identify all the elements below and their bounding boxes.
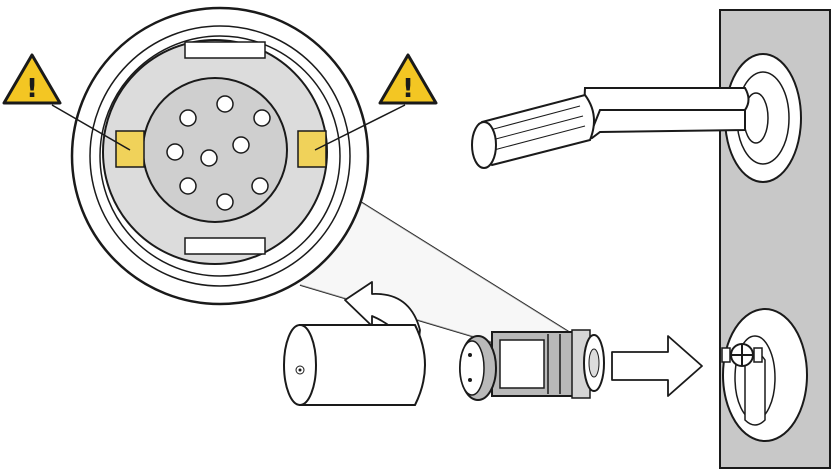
cylinder-keyway: [721, 343, 763, 367]
cylinder-module: [459, 329, 605, 401]
door-handle: [471, 87, 750, 169]
warning-glyph-left: !: [26, 74, 38, 104]
battery-cap: [283, 324, 426, 406]
warning-triangle-icon: !: [378, 53, 438, 105]
lock-rosette: [721, 308, 808, 442]
handle-rosette: [724, 53, 802, 183]
magnifier: [70, 6, 370, 306]
door-plate: [719, 9, 831, 469]
highlight-left: [115, 130, 145, 168]
connector-pins: [166, 95, 271, 211]
warning-pointers: [51, 104, 406, 151]
right-arrow-icon: [611, 335, 703, 397]
highlight-right: [297, 130, 327, 168]
warning-triangle-icon: !: [2, 53, 62, 105]
warning-glyph-right: !: [402, 74, 414, 104]
